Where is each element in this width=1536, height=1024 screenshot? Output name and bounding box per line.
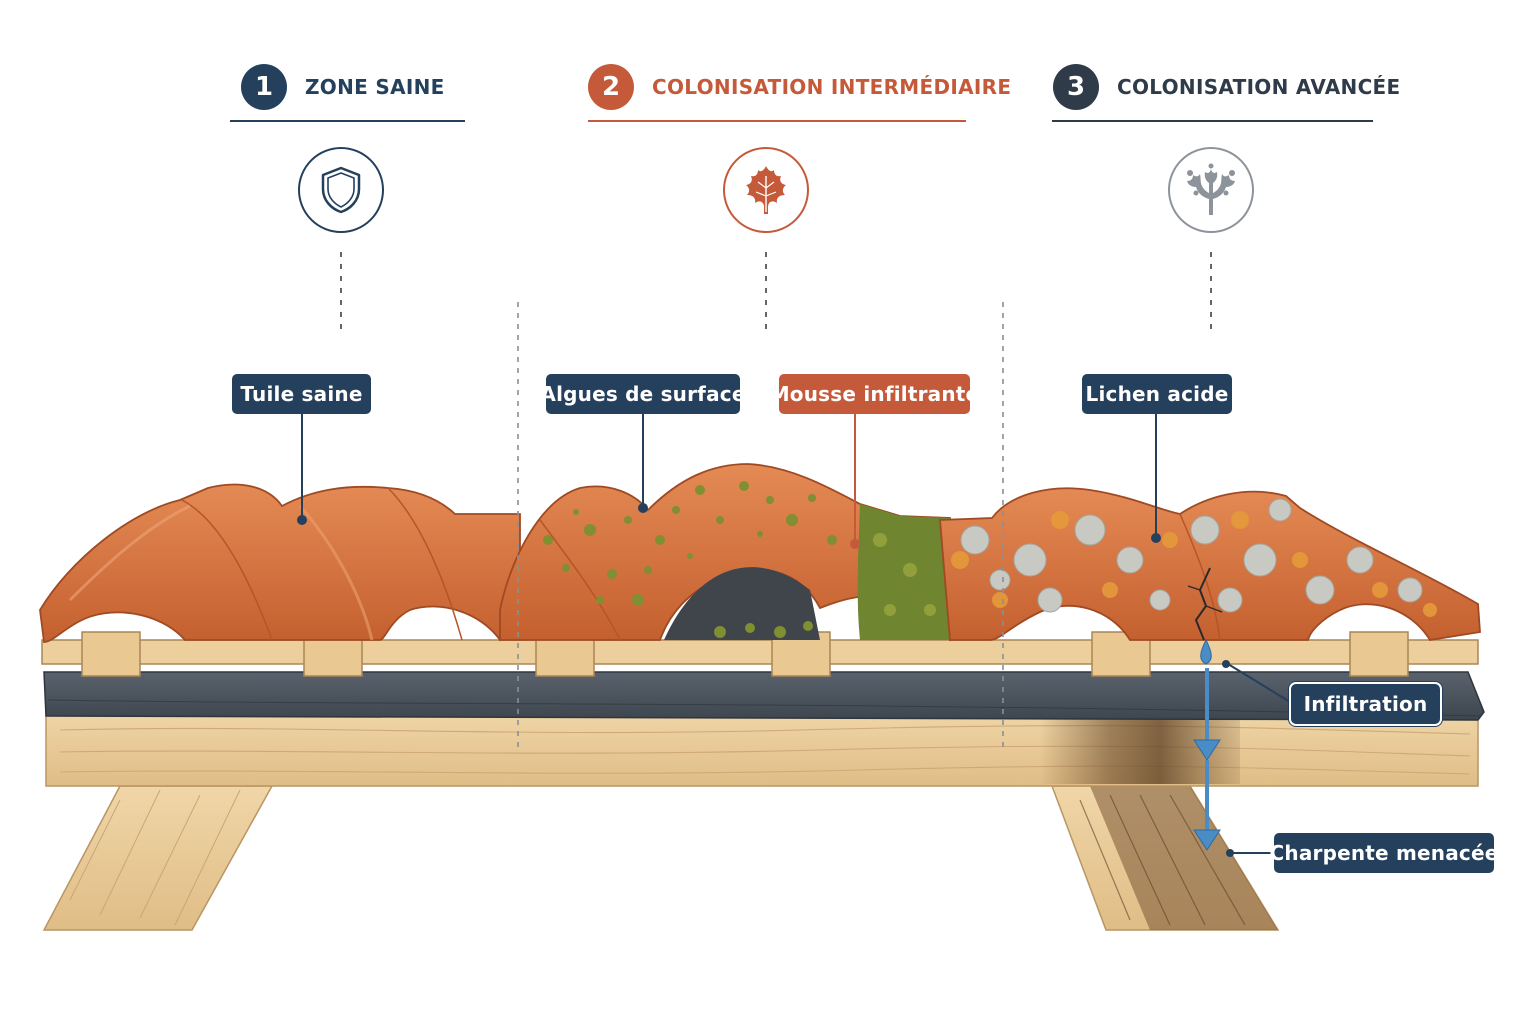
water-infiltration [1187, 567, 1223, 851]
zone-2-number: 2 [588, 64, 634, 110]
label-infiltrating-moss: Mousse infiltrante [770, 374, 979, 414]
label-leader-lines [297, 414, 1291, 857]
lichen-icon [1168, 147, 1254, 233]
underlay-membrane [43, 671, 1485, 721]
zone-2-underline [588, 120, 966, 122]
zone-1-title: ZONE SAINE [305, 75, 445, 99]
zone-3-title: COLONISATION AVANCÉE [1117, 75, 1401, 99]
lichen-patches [951, 498, 1437, 617]
label-acid-lichen: Lichen acide [1082, 374, 1232, 414]
zone-2-header: 2 COLONISATION INTERMÉDIAIRE [588, 64, 1011, 110]
algae-patches [543, 481, 936, 638]
zone-3-underline [1052, 120, 1373, 122]
label-infiltration: Infiltration [1291, 684, 1440, 724]
icon-connector-lines [340, 252, 1212, 336]
zone-1-header: 1 ZONE SAINE [241, 64, 445, 110]
zone-3-number: 3 [1053, 64, 1099, 110]
battens [41, 631, 1479, 677]
main-beam [45, 709, 1479, 787]
leaf-icon [723, 147, 809, 233]
label-surface-algae: Algues de surface [540, 374, 745, 414]
zone-3-header: 3 COLONISATION AVANCÉE [1053, 64, 1400, 110]
zone-2-title: COLONISATION INTERMÉDIAIRE [652, 75, 1012, 99]
label-healthy-tile: Tuile saine [232, 374, 371, 414]
zone-1-underline [230, 120, 465, 122]
label-threatened-frame: Charpente menacée [1270, 833, 1498, 873]
shield-icon [298, 147, 384, 233]
rafters [42, 785, 1280, 931]
zone-separators [517, 302, 1004, 750]
zone-1-number: 1 [241, 64, 287, 110]
